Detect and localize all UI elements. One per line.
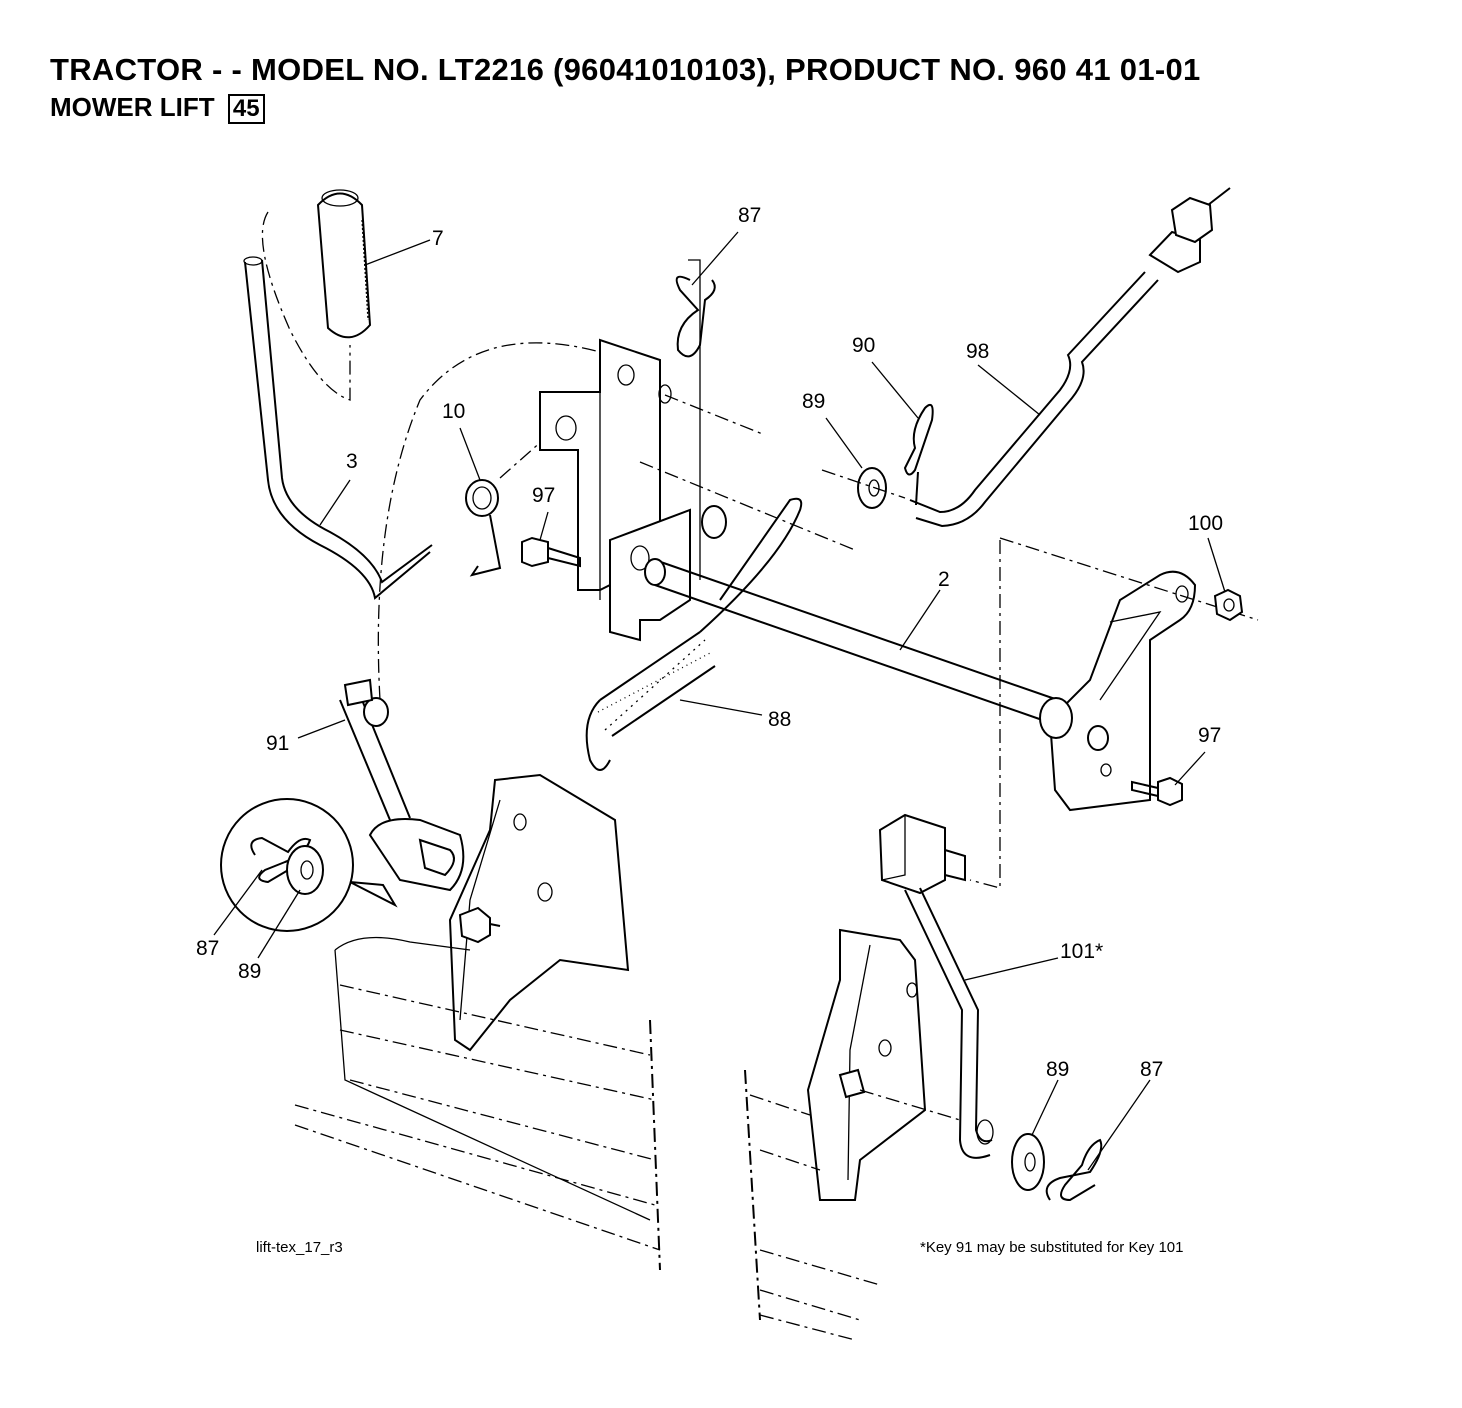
arm-axis-line: [999, 537, 1259, 621]
part-88-extension-spring: [585, 497, 803, 771]
bracket-axis-line: [664, 394, 766, 436]
part-98-lift-link: [909, 187, 1231, 528]
shaft-axis-line: [639, 461, 856, 551]
callout-89-inset: 89: [238, 960, 261, 983]
callout-91: 91: [266, 732, 289, 755]
section-name: MOWER LIFT: [50, 92, 215, 122]
callout-89-lower: 89: [1046, 1058, 1069, 1081]
callout-101: 101*: [1060, 940, 1103, 963]
leader-lines: [213, 231, 1226, 1171]
page-title: TRACTOR - - MODEL NO. LT2216 (9604101010…: [50, 52, 1201, 87]
handle-to-shaft-path: [377, 342, 601, 701]
detail-inset: [220, 798, 398, 932]
callout-87-top: 87: [738, 204, 761, 227]
right-deck-line-1: [749, 1094, 811, 1116]
callout-97-right: 97: [1198, 724, 1221, 747]
part-89-washer-lower: [1011, 1133, 1045, 1191]
part-3-lift-handle: [243, 256, 433, 600]
part-87-hairpin-clip-top: [675, 275, 716, 358]
part-2-lift-shaft: [644, 558, 1059, 723]
page-number-box: 45: [227, 94, 265, 124]
left-deck-outline: [334, 949, 651, 1221]
right-deck-bracket: [806, 928, 927, 1201]
part-89-washer-upper: [857, 467, 887, 509]
section-title: MOWER LIFT 45: [50, 92, 265, 124]
callout-97-left: 97: [532, 484, 555, 507]
callout-2: 2: [938, 568, 950, 591]
part-91-lift-link: [339, 678, 411, 821]
drawing-id: lift-tex_17_r3: [256, 1239, 343, 1256]
part-90-cotter-pin: [903, 404, 934, 506]
substitution-note: *Key 91 may be substituted for Key 101: [920, 1239, 1184, 1256]
handle-assembly-path: [261, 211, 351, 401]
callout-100: 100: [1188, 512, 1223, 535]
left-deck-bracket: [368, 773, 630, 1052]
part-101-lift-link: [878, 813, 994, 1159]
part-100-nut: [1213, 588, 1244, 622]
callout-87-lower: 87: [1140, 1058, 1163, 1081]
callout-10: 10: [442, 400, 465, 423]
callout-7: 7: [432, 227, 444, 250]
part-7-handle-grip: [316, 189, 372, 339]
callout-3: 3: [346, 450, 358, 473]
callout-88: 88: [768, 708, 791, 731]
right-lift-arm: [1039, 570, 1197, 812]
part-97-bolt-left: [521, 536, 581, 568]
callout-98: 98: [966, 340, 989, 363]
part-87-hairpin-clip-lower: [1045, 1138, 1103, 1202]
right-vertical-axis: [969, 540, 1001, 889]
part-10-torsion-spring: [465, 479, 502, 577]
callout-90: 90: [852, 334, 875, 357]
callout-89-upper: 89: [802, 390, 825, 413]
mounting-bracket: [539, 338, 672, 600]
callout-87-inset: 87: [196, 937, 219, 960]
